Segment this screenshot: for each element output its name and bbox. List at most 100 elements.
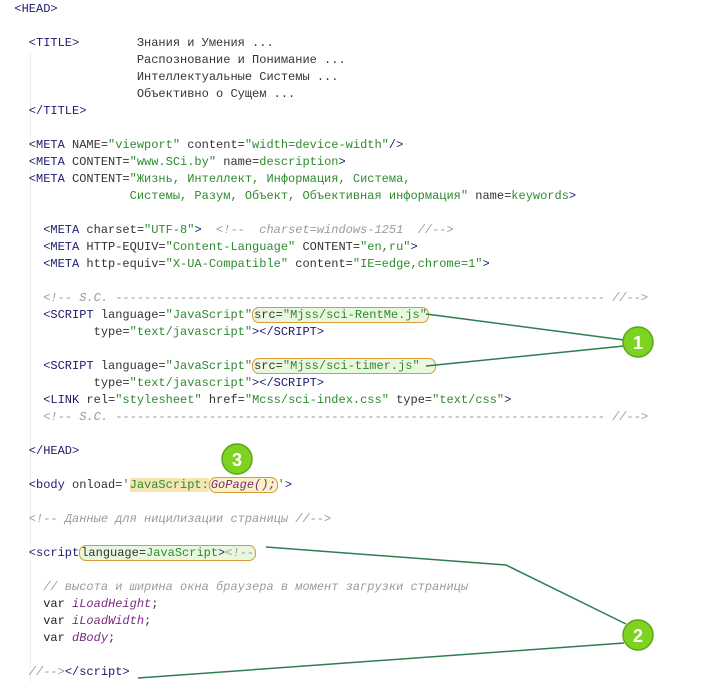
identifier: iLoadWidth bbox=[72, 614, 145, 628]
attribute-name: charset= bbox=[79, 223, 145, 237]
callout-badge-1: 1 bbox=[622, 326, 654, 358]
code-line: var iLoadWidth; bbox=[0, 613, 648, 630]
attribute-name: src= bbox=[254, 359, 283, 373]
attribute-name: CONTENT= bbox=[64, 172, 130, 186]
text: Распознование и Понимание ... bbox=[0, 53, 346, 67]
attribute-name: http-equiv= bbox=[79, 257, 166, 271]
attribute-name: href= bbox=[201, 393, 245, 407]
code-line: <SCRIPT language="JavaScript"src="Mjss/s… bbox=[0, 307, 648, 324]
attribute-name: language= bbox=[93, 308, 166, 322]
tag: <body bbox=[0, 478, 65, 492]
attribute-value: "width=device-width" bbox=[244, 138, 389, 152]
tag: > bbox=[218, 546, 226, 560]
highlight-annotation: language=JavaScript><!-- bbox=[79, 545, 257, 561]
attribute-value: "text/javascript" bbox=[129, 325, 253, 339]
connector-line bbox=[265, 546, 627, 625]
text: ; bbox=[108, 631, 116, 645]
attribute-name: content= bbox=[180, 138, 245, 152]
tag: </HEAD> bbox=[0, 444, 80, 458]
attribute-value: ' bbox=[277, 478, 285, 492]
code-line: <META charset="UTF-8"> <!-- charset=wind… bbox=[0, 222, 648, 239]
comment: <!-- S.C. ------------------------------… bbox=[0, 410, 649, 424]
attribute-name: CONTENT= bbox=[64, 155, 130, 169]
attribute-name: CONTENT= bbox=[295, 240, 361, 254]
code-line: <SCRIPT language="JavaScript"src="Mjss/s… bbox=[0, 358, 648, 375]
tag: > bbox=[504, 393, 512, 407]
text: Интеллектуальные Системы ... bbox=[0, 70, 339, 84]
attribute-value: "viewport" bbox=[108, 138, 181, 152]
text: Объективно о Сущем ... bbox=[0, 87, 296, 101]
attribute-name: rel= bbox=[79, 393, 116, 407]
code-line: type="text/javascript"></SCRIPT> bbox=[0, 375, 648, 392]
attribute-name: NAME= bbox=[64, 138, 109, 152]
highlight-annotation: src="Mjss/sci-RentMe.js" bbox=[252, 307, 429, 323]
code-line: <body onload='JavaScript:GoPage();'> bbox=[0, 477, 648, 494]
attribute-name: type= bbox=[388, 393, 433, 407]
text: Знания и Умения ... bbox=[79, 36, 274, 50]
callout-label: 2 bbox=[633, 626, 643, 646]
tag: <META bbox=[0, 155, 65, 169]
tag: <SCRIPT bbox=[0, 308, 94, 322]
attribute-name: onload= bbox=[64, 478, 123, 492]
comment: <!-- charset=windows-1251 //--> bbox=[201, 223, 454, 237]
attribute-value: "www.SCi.by" bbox=[129, 155, 217, 169]
attribute-value: "Mjss/sci-RentMe.js" bbox=[282, 308, 427, 322]
code-editor[interactable]: <HEAD> <TITLE> Знания и Умения ... Распо… bbox=[0, 1, 648, 681]
callout-label: 3 bbox=[232, 450, 242, 470]
tag: <LINK bbox=[0, 393, 80, 407]
code-line: Распознование и Понимание ... bbox=[0, 52, 648, 69]
identifier: dBody bbox=[72, 631, 109, 645]
attribute-value: keywords bbox=[511, 189, 569, 203]
tag: > bbox=[338, 155, 346, 169]
tag: </script> bbox=[64, 665, 130, 679]
tag: <TITLE> bbox=[0, 36, 80, 50]
attribute-name: name= bbox=[216, 155, 260, 169]
code-line: <!-- Данные для ницилизации страницы //-… bbox=[0, 511, 648, 528]
code-line: type="text/javascript"></SCRIPT> bbox=[0, 324, 648, 341]
connector-line bbox=[425, 313, 625, 341]
text: ; bbox=[144, 614, 152, 628]
identifier: GoPage(); bbox=[210, 478, 276, 492]
code-line: Системы, Разум, Объект, Объективная инфо… bbox=[0, 188, 648, 205]
attribute-name: name= bbox=[468, 189, 512, 203]
attribute-name: language= bbox=[93, 359, 166, 373]
code-line: </HEAD> bbox=[0, 443, 648, 460]
tag: > bbox=[410, 240, 418, 254]
code-line: <META http-equiv="X-UA-Compatible" conte… bbox=[0, 256, 648, 273]
attribute-value: "IE=edge,chrome=1" bbox=[352, 257, 483, 271]
tag: > bbox=[568, 189, 577, 203]
attribute-name: HTTP-EQUIV= bbox=[79, 240, 166, 254]
tag: </TITLE> bbox=[0, 104, 87, 118]
attribute-value: "JavaScript" bbox=[165, 359, 253, 373]
attribute-name: type= bbox=[0, 376, 130, 390]
tag: ></SCRIPT> bbox=[252, 325, 325, 339]
code-line: // высота и ширина окна браузера в момен… bbox=[0, 579, 648, 596]
indent-guide bbox=[30, 52, 31, 682]
tag: <SCRIPT bbox=[0, 359, 94, 373]
keyword: var bbox=[0, 614, 73, 628]
attribute-value: "stylesheet" bbox=[115, 393, 202, 407]
attribute-value: description bbox=[259, 155, 339, 169]
attribute-value: "Mjss/sci-timer.js" bbox=[282, 359, 435, 373]
attribute-value: "text/javascript" bbox=[129, 376, 253, 390]
tag: <META bbox=[0, 223, 80, 237]
tag: <META bbox=[0, 138, 65, 152]
tag: > bbox=[284, 478, 293, 492]
code-line: <TITLE> Знания и Умения ... bbox=[0, 35, 648, 52]
attribute-value: "X-UA-Compatible" bbox=[165, 257, 289, 271]
attribute-value: JavaScript bbox=[146, 546, 219, 560]
code-line: //--></script> bbox=[0, 664, 648, 681]
code-line: var dBody; bbox=[0, 630, 648, 647]
code-line: <HEAD> bbox=[0, 1, 648, 18]
code-line: var iLoadHeight; bbox=[0, 596, 648, 613]
code-line: <!-- S.C. ------------------------------… bbox=[0, 290, 648, 307]
comment: // высота и ширина окна браузера в момен… bbox=[0, 580, 469, 594]
tag: <META bbox=[0, 172, 65, 186]
text: ; bbox=[151, 597, 159, 611]
callout-badge-2: 2 bbox=[622, 619, 654, 651]
code-line: <!-- S.C. ------------------------------… bbox=[0, 409, 648, 426]
code-line: <META CONTENT="www.SCi.by" name=descript… bbox=[0, 154, 648, 171]
code-line: Интеллектуальные Системы ... bbox=[0, 69, 648, 86]
comment: //--> bbox=[0, 665, 65, 679]
